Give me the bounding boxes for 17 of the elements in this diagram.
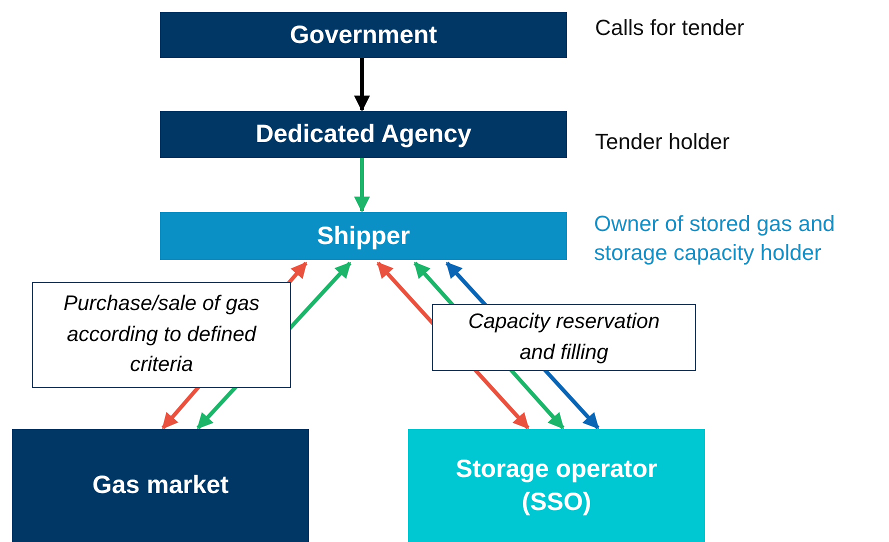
node-label: Government: [290, 20, 438, 51]
process-box: [160, 12, 567, 58]
node-label: Shipper: [316, 220, 410, 252]
side-note: Owner of stored gas and storage capacity holder: [594, 210, 836, 267]
process-box: [160, 212, 567, 260]
node-label: Storage operator (SSO): [454, 454, 658, 518]
edge-label: Capacity reservation and filling: [432, 304, 696, 371]
process-box: [408, 429, 705, 542]
process-box: [12, 429, 309, 542]
process-box: [160, 111, 567, 158]
side-note: Calls for tender: [595, 14, 746, 42]
side-note: Tender holder: [595, 128, 731, 156]
edge-label: Purchase/sale of gas according to defined criteria: [32, 282, 291, 388]
arrow: [354, 158, 370, 213]
arrow: [354, 58, 370, 112]
node-label: Gas market: [92, 470, 229, 502]
node-label: Dedicated Agency: [256, 119, 472, 150]
